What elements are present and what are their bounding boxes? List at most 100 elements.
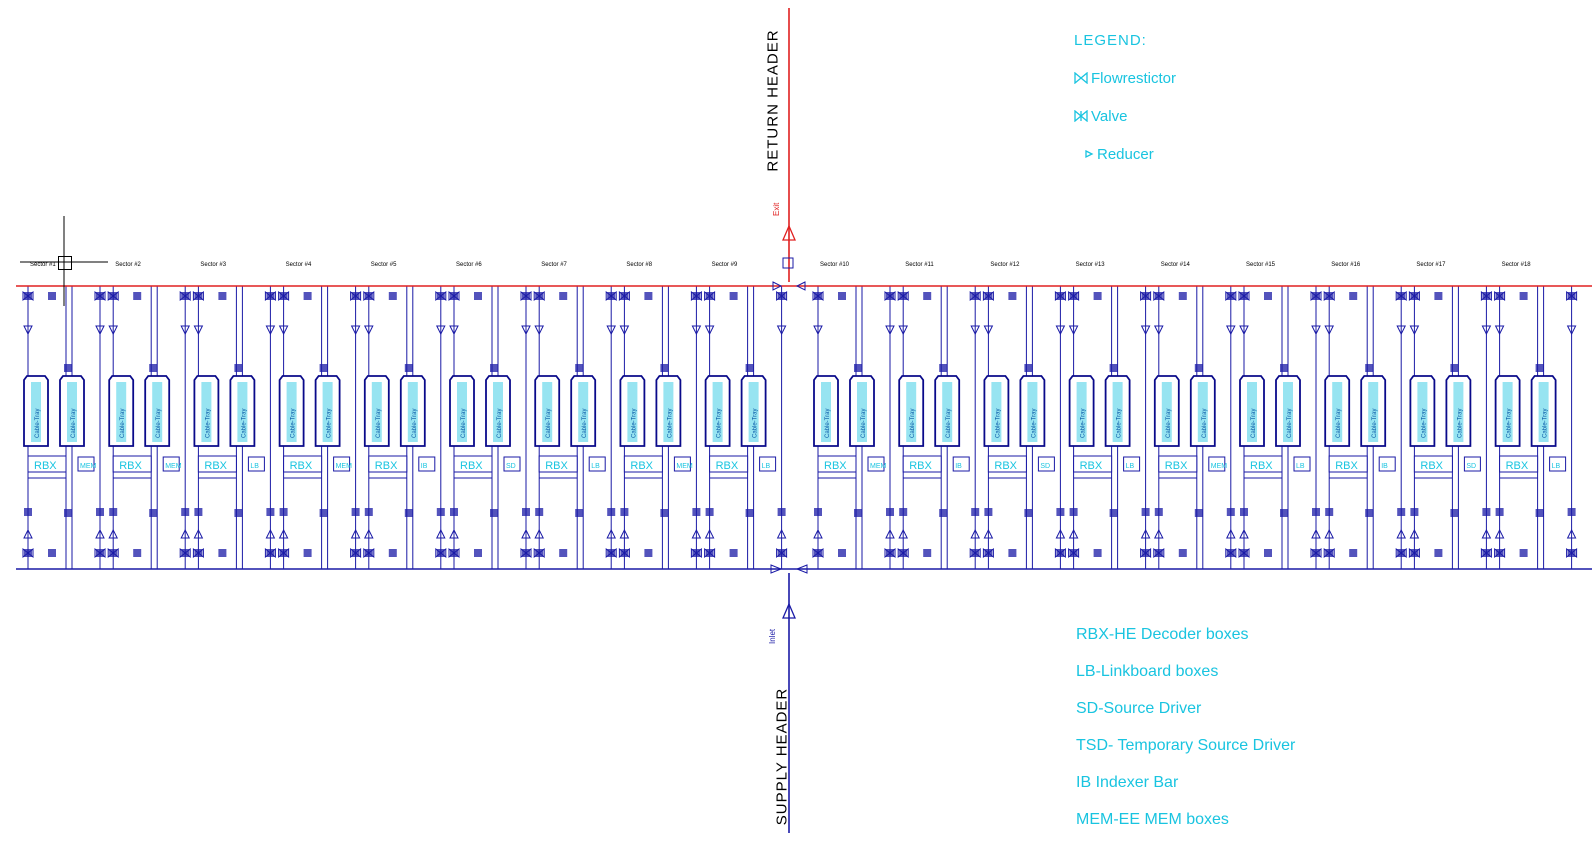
cable-tray-label: Cable-Tray <box>1166 409 1172 438</box>
supply-valve-mark <box>607 549 616 557</box>
cable-tray-fill <box>748 382 759 442</box>
cable-tray-label: Cable-Tray <box>1543 409 1549 438</box>
rbx-label: RBX <box>1080 460 1103 472</box>
supply-valve-mark <box>535 549 544 557</box>
return-valve-mark <box>364 292 373 300</box>
rbx-box <box>1158 455 1198 473</box>
return-mark <box>1519 292 1528 300</box>
return-valve-mark <box>266 292 275 300</box>
flow-mark <box>1450 364 1459 372</box>
cable-tray-box <box>278 375 305 447</box>
cable-tray-box <box>898 375 925 447</box>
return-valve-mark <box>1056 292 1065 300</box>
sector-label: Sector #17 <box>1416 262 1446 268</box>
flow-mark <box>1535 364 1544 372</box>
supply-mark <box>218 549 227 557</box>
flow-mark <box>149 509 158 517</box>
reducer-icon <box>898 325 909 336</box>
cable-tray-fill <box>1027 382 1038 442</box>
small-box <box>1208 456 1226 472</box>
legend-label-flow-restrictor: Flowrestictor <box>1091 69 1177 87</box>
flow-mark <box>984 508 993 516</box>
cable-tray-fill <box>542 382 553 442</box>
reducer-icon <box>435 325 446 336</box>
flow-mark <box>1567 508 1576 516</box>
cable-tray-label: Cable-Tray <box>35 409 41 438</box>
cable-tray-fill <box>407 382 418 442</box>
rbx-label: RBX <box>204 460 227 472</box>
return-valve-mark <box>522 292 530 300</box>
rbx-label: RBX <box>824 460 847 472</box>
cable-tray-label: Cable-Tray <box>1421 409 1427 438</box>
flow-mark <box>436 508 445 516</box>
small-box <box>1037 456 1055 472</box>
cable-tray-box <box>983 375 1010 447</box>
rbx-box <box>987 455 1027 473</box>
cable-tray-label: Cable-Tray <box>120 409 126 438</box>
supply-valve-mark <box>181 549 190 557</box>
small-box-label: LB <box>762 463 771 470</box>
sector-label: Sector #12 <box>990 262 1020 268</box>
reducer-icon <box>704 528 715 539</box>
small-box <box>1123 456 1141 472</box>
supply-mark <box>388 549 397 557</box>
return-valve-mark <box>535 292 544 300</box>
sector-label: Sector #8 <box>626 262 652 268</box>
cable-tray-box <box>108 375 135 447</box>
flow-mark <box>777 508 786 516</box>
sector-label: Sector #9 <box>712 262 738 268</box>
flow-mark <box>404 364 413 372</box>
sector-label: Sector #4 <box>286 262 312 268</box>
return-mark <box>1434 292 1443 300</box>
flow-mark <box>1280 509 1288 517</box>
cable-tray-box <box>363 375 390 447</box>
cable-tray-box <box>144 375 171 447</box>
reducer-icon <box>1055 528 1066 539</box>
supply-valve-mark <box>1312 549 1320 557</box>
rbx-label: RBX <box>1250 460 1273 472</box>
small-box-label: MEM <box>336 463 353 470</box>
flow-mark <box>1226 508 1235 516</box>
reducer-icon <box>363 528 374 539</box>
abbrev-rbx: RBX-HE Decoder boxes <box>1076 626 1249 643</box>
cable-tray-fill <box>821 382 831 442</box>
cable-tray-fill <box>578 382 589 442</box>
rbx-label: RBX <box>716 460 739 472</box>
reducer-icon <box>1481 528 1492 539</box>
small-box-label: LB <box>591 463 600 470</box>
supply-valve-mark <box>266 549 275 557</box>
return-valve-mark <box>1312 292 1320 300</box>
flow-mark <box>1312 508 1320 516</box>
flow-mark <box>266 508 275 516</box>
abbrev-lb: LB-Linkboard boxes <box>1076 663 1219 680</box>
supply-valve-mark <box>194 549 203 557</box>
flow-mark <box>745 364 754 372</box>
flow-mark <box>490 364 498 372</box>
supply-mark <box>1178 549 1187 557</box>
rbx-box <box>902 455 942 473</box>
return-mark <box>1093 292 1102 300</box>
cable-tray-fill <box>1283 382 1293 442</box>
flow-mark <box>814 508 822 516</box>
cable-tray-fill <box>627 382 638 442</box>
cable-tray-label: Cable-Tray <box>861 409 867 438</box>
rbx-box <box>538 455 578 473</box>
flow-mark <box>319 364 328 372</box>
cable-tray-box <box>704 375 731 447</box>
reducer-icon <box>193 528 204 539</box>
reducer-icon <box>1239 528 1249 539</box>
rbx-box <box>1499 455 1539 473</box>
cable-tray-label: Cable-Tray <box>461 409 467 438</box>
return-mark <box>388 292 397 300</box>
flow-mark <box>1141 508 1150 516</box>
reducer-icon <box>1566 325 1577 336</box>
reducer-icon <box>180 325 191 336</box>
return-valve-mark <box>1482 292 1491 300</box>
flow-mark <box>575 509 584 517</box>
flow-mark <box>96 508 104 516</box>
rbx-box <box>1413 455 1453 473</box>
